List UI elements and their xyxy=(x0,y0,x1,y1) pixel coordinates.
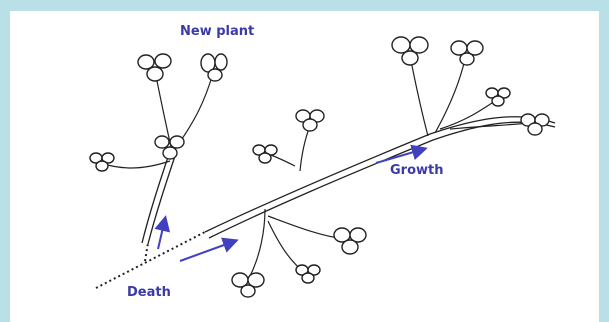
diagram-panel: New plant Growth Death xyxy=(10,11,599,322)
new-plant-arrow xyxy=(158,219,165,249)
plant-growth-diagram xyxy=(10,11,599,322)
new-plant-label: New plant xyxy=(180,24,254,39)
growth-label: Growth xyxy=(390,163,444,178)
death-arrow xyxy=(180,241,235,261)
leaf-clusters xyxy=(90,37,549,297)
death-label: Death xyxy=(127,285,171,300)
dead-stolon-line xyxy=(96,232,205,288)
new-plant-stem xyxy=(142,151,176,244)
main-stolon xyxy=(205,117,555,238)
growth-arrow xyxy=(376,149,424,163)
